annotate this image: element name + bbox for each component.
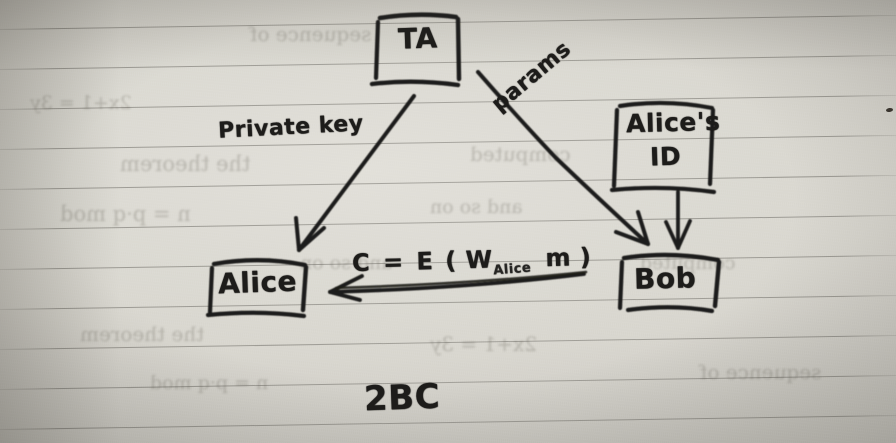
formula-key: W: [465, 245, 493, 275]
node-alice-label: Alice: [217, 264, 298, 301]
formula-equals: =: [382, 247, 404, 277]
photo-shadow-left: [0, 0, 120, 443]
formula-underline: [334, 270, 588, 290]
node-bob-label: Bob: [633, 261, 697, 296]
formula-close-paren: ): [579, 242, 592, 272]
node-bob-box: [617, 252, 722, 314]
diagram-caption: 2BC: [363, 376, 441, 420]
photo-shadow-top: [0, 0, 896, 70]
arrow-ta-to-alice: [294, 94, 416, 252]
formula-func: E: [416, 247, 434, 276]
formula-message: m: [544, 243, 572, 273]
node-alice-box: [205, 258, 309, 319]
node-alice-id-label-line2: ID: [649, 141, 682, 172]
arrow-ta-to-bob: [476, 70, 650, 246]
node-alice-id-box: [609, 100, 717, 195]
arrow-bob-to-alice: [328, 272, 586, 302]
arrow-aliceid-to-bob: [664, 190, 692, 250]
formula-key-subscript: Alice: [492, 260, 532, 279]
node-ta-box: [369, 12, 462, 88]
formula-lhs: C: [351, 248, 371, 278]
node-alice-id-label-line1: Alice's: [625, 106, 721, 139]
formula-open-paren: (: [444, 246, 458, 275]
